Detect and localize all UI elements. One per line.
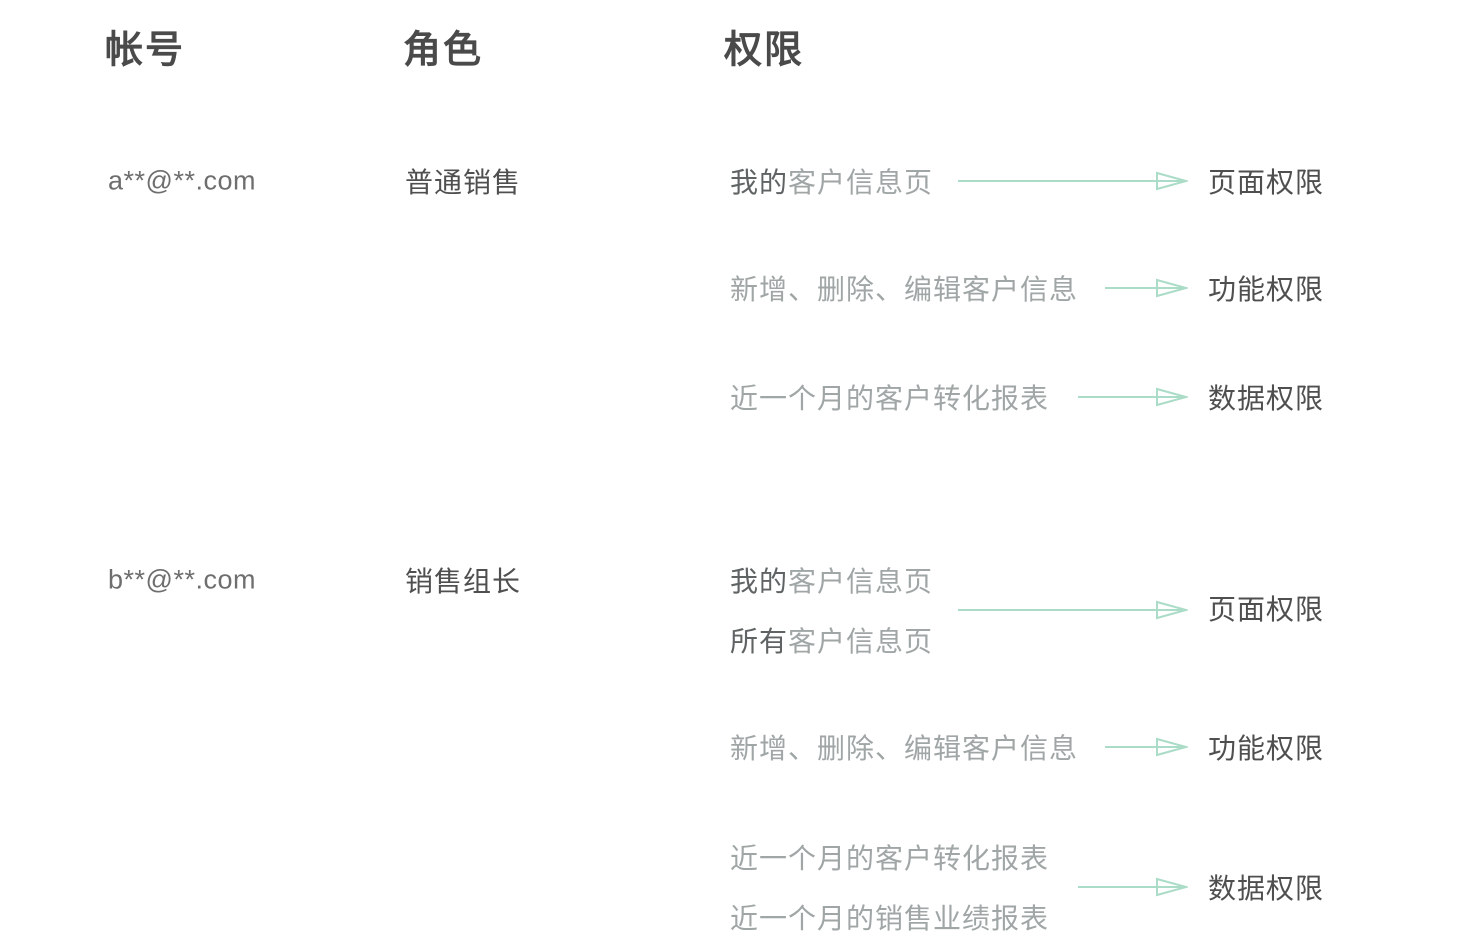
permission-desc-rest: 客户信息页 xyxy=(788,626,934,657)
permission-type-label: 页面权限 xyxy=(1208,594,1325,625)
permission-desc: 近一个月的客户转化报表 xyxy=(730,837,1049,877)
permission-desc-emphasis: 我的 xyxy=(730,167,789,198)
role-value: 普通销售 xyxy=(405,167,522,198)
permission-desc-rest: 近一个月的客户转化报表 xyxy=(730,843,1050,874)
permission-desc-rest: 客户信息页 xyxy=(788,566,934,597)
permission-type-label: 数据权限 xyxy=(1208,873,1325,904)
permission-desc: 我的客户信息页 xyxy=(730,161,933,201)
flow-arrow-icon xyxy=(958,599,1190,621)
permission-desc-rest: 近一个月的客户转化报表 xyxy=(730,383,1050,414)
permission-desc-rest: 客户信息页 xyxy=(788,167,934,198)
flow-arrow-icon xyxy=(1078,386,1190,408)
column-header-role: 角色 xyxy=(403,29,484,72)
column-header-permission: 权限 xyxy=(724,29,805,72)
permission-desc-emphasis: 所有 xyxy=(730,626,789,657)
permission-desc-rest: 近一个月的销售业绩报表 xyxy=(730,903,1050,934)
account-value: b**@**.com xyxy=(108,564,256,595)
permission-type-label: 数据权限 xyxy=(1208,383,1325,414)
permission-desc: 近一个月的销售业绩报表 xyxy=(730,897,1049,937)
account-value: a**@**.com xyxy=(108,165,256,196)
permission-desc-rest: 新增、删除、编辑客户信息 xyxy=(730,733,1079,764)
role-value: 销售组长 xyxy=(405,566,522,597)
column-header-account: 帐号 xyxy=(105,29,186,72)
permission-type-label: 页面权限 xyxy=(1208,167,1325,198)
permission-desc-rest: 新增、删除、编辑客户信息 xyxy=(730,274,1079,305)
permission-type-label: 功能权限 xyxy=(1208,733,1325,764)
flow-arrow-icon xyxy=(958,170,1190,192)
flow-arrow-icon xyxy=(1078,876,1190,898)
flow-arrow-icon xyxy=(1105,736,1190,758)
permission-desc: 我的客户信息页 xyxy=(730,560,933,600)
permission-desc-emphasis: 我的 xyxy=(730,566,789,597)
flow-arrow-icon xyxy=(1105,277,1190,299)
permission-desc: 所有客户信息页 xyxy=(730,620,933,660)
permission-desc: 新增、删除、编辑客户信息 xyxy=(730,727,1078,767)
permission-desc: 新增、删除、编辑客户信息 xyxy=(730,268,1078,308)
permission-desc: 近一个月的客户转化报表 xyxy=(730,377,1049,417)
permission-type-label: 功能权限 xyxy=(1208,274,1325,305)
